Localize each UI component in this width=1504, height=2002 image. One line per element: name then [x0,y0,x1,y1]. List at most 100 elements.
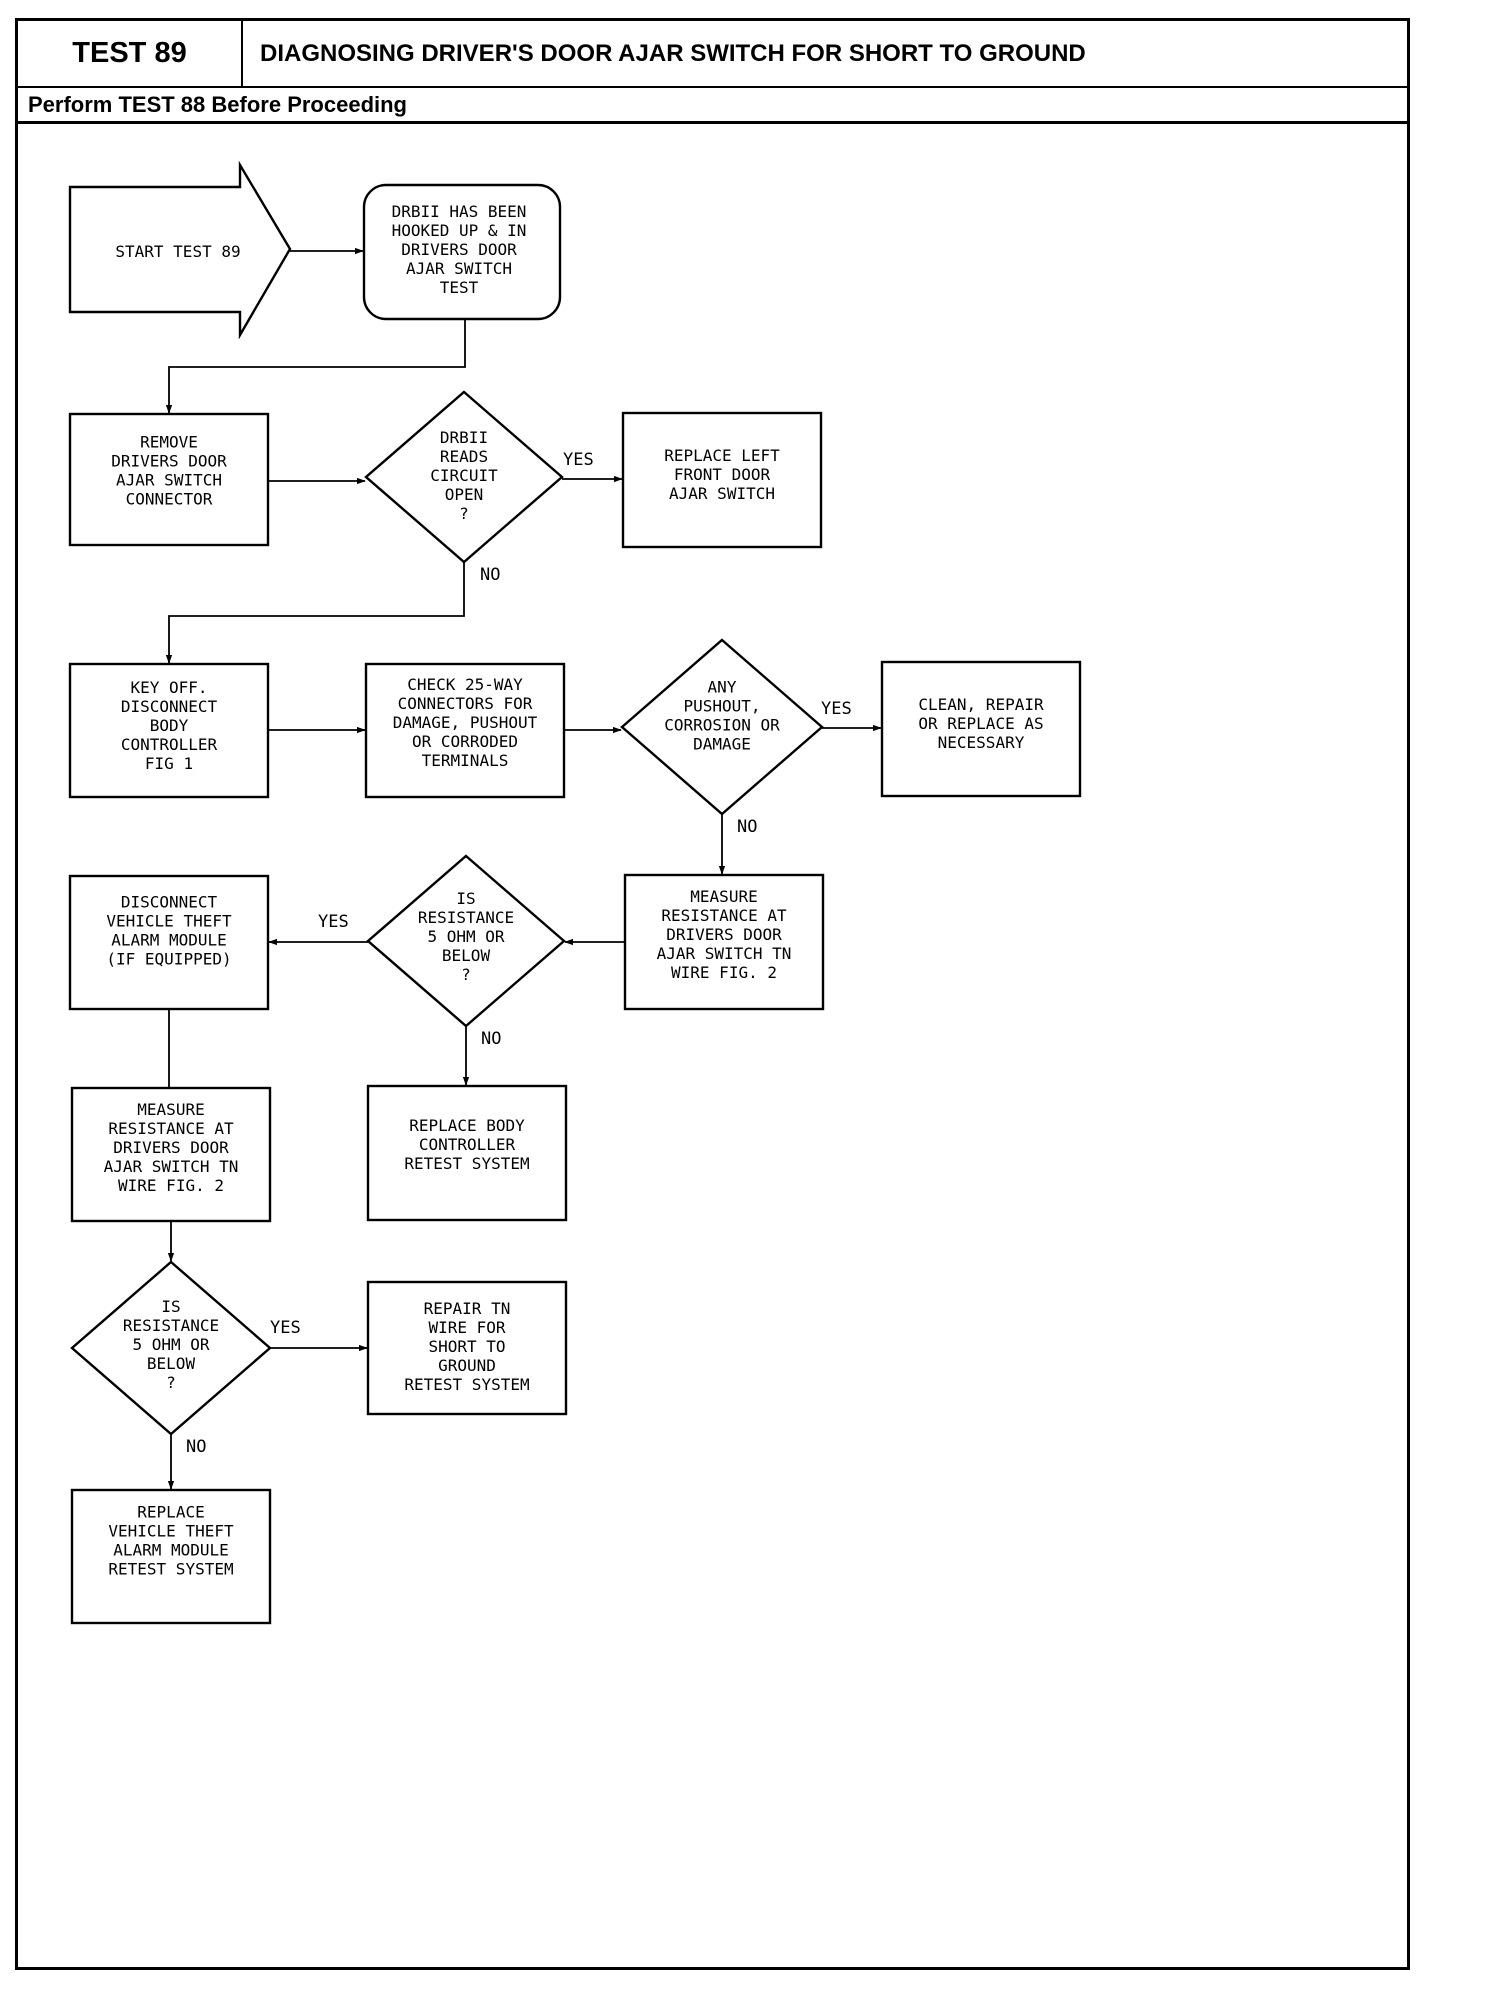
node-line: DRIVERS DOOR [666,925,782,944]
node-line: IS [161,1297,180,1316]
node-line: RETEST SYSTEM [404,1375,529,1394]
node-line: REPLACE BODY [409,1116,525,1135]
node-line: WIRE FIG. 2 [671,963,777,982]
label-resistance-1-yes: YES [318,912,349,932]
node-line: (IF EQUIPPED) [106,950,231,969]
node-line: DRIVERS DOOR [113,1138,229,1157]
check-connectors-shape [364,662,566,799]
node-line: AJAR SWITCH [116,471,222,490]
node-line: RESISTANCE AT [108,1119,234,1138]
node-line: FRONT DOOR [674,465,771,484]
node-line: DRBII HAS BEEN [392,202,527,221]
node-line: BELOW [147,1354,196,1373]
measure-2-shape [70,1086,272,1223]
node-line: GROUND [438,1356,496,1375]
node-line: CLEAN, REPAIR [918,695,1044,714]
diagnostic-sheet: TEST 89 DIAGNOSING DRIVER'S DOOR AJAR SW… [15,18,1410,1970]
node-line: RETEST SYSTEM [404,1154,529,1173]
node-line: ? [461,965,471,984]
label-any-damage-yes: YES [821,699,852,719]
replace-switch-shape [621,411,823,549]
node-line: REPLACE [137,1503,204,1522]
node-line: CONNECTOR [126,490,213,509]
test-number: TEST 89 [18,21,243,86]
node-line: 5 OHM OR [132,1335,209,1354]
node-line: MEASURE [137,1100,204,1119]
node-line: HOOKED UP & IN [392,221,527,240]
node-line: CONNECTORS FOR [398,694,533,713]
repair-tn-shape [366,1280,568,1416]
node-line: WIRE FIG. 2 [118,1176,224,1195]
start-arrow-shape [68,160,292,340]
label-resistance-1-no: NO [481,1029,501,1049]
node-line: SHORT TO [428,1337,505,1356]
replace-body-shape [366,1084,568,1222]
node-line: CONTROLLER [419,1135,516,1154]
node-line: OR REPLACE AS [918,714,1043,733]
node-line: REPAIR TN [424,1299,511,1318]
node-line: REMOVE [140,433,198,452]
node-line: DRBII [440,428,488,447]
key-off-shape [68,662,270,799]
drbii-hooked-shape [362,183,562,321]
label-circuit-open-no: NO [480,565,500,585]
label-any-damage-no: NO [737,817,757,837]
replace-theft-shape [70,1488,272,1625]
label-resistance-2-no: NO [186,1437,206,1457]
node-line: DAMAGE, PUSHOUT [393,713,538,732]
test-title: DIAGNOSING DRIVER'S DOOR AJAR SWITCH FOR… [260,39,1086,67]
node-line: BODY [150,716,189,735]
node-line: CHECK 25-WAY [407,675,523,694]
node-line: MEASURE [690,887,757,906]
prerequisite-note: Perform TEST 88 Before Proceeding [18,88,1407,124]
remove-connector-shape [68,412,270,547]
node-line: 5 OHM OR [427,927,504,946]
node-line: IS [456,889,475,908]
node-line: TERMINALS [422,751,509,770]
clean-repair-shape [880,660,1082,798]
measure-1-shape [623,873,825,1011]
header-row: TEST 89 DIAGNOSING DRIVER'S DOOR AJAR SW… [18,21,1407,88]
node-line: AJAR SWITCH [669,484,775,503]
node-line: TEST [440,278,479,297]
node-line: RESISTANCE [123,1316,219,1335]
node-line: CORROSION OR [664,716,780,735]
node-line: AJAR SWITCH [406,259,512,278]
node-line: FIG 1 [145,754,193,773]
node-line: DRIVERS DOOR [111,452,227,471]
node-line: KEY OFF. [130,678,207,697]
start-label: START TEST 89 [115,242,240,261]
node-line: ? [166,1373,176,1392]
disconnect-theft-shape [68,874,270,1011]
node-line: DISCONNECT [121,893,218,912]
node-line: CIRCUIT [430,466,498,485]
node-line: CONTROLLER [121,735,218,754]
node-line: ALARM MODULE [111,931,227,950]
node-line: VEHICLE THEFT [106,912,232,931]
node-line: BELOW [442,946,491,965]
node-line: AJAR SWITCH TN [104,1157,239,1176]
node-line: REPLACE LEFT [664,446,780,465]
node-line: AJAR SWITCH TN [657,944,792,963]
edge-circuit-open-no [165,562,465,664]
node-line: OPEN [445,485,484,504]
node-line: ALARM MODULE [113,1541,229,1560]
edge-drbii-to-remove [165,319,466,414]
node-line: RETEST SYSTEM [108,1560,233,1579]
node-line: ANY [708,678,737,697]
node-line: WIRE FOR [428,1318,505,1337]
node-line: NECESSARY [938,733,1025,752]
node-line: OR CORRODED [412,732,518,751]
